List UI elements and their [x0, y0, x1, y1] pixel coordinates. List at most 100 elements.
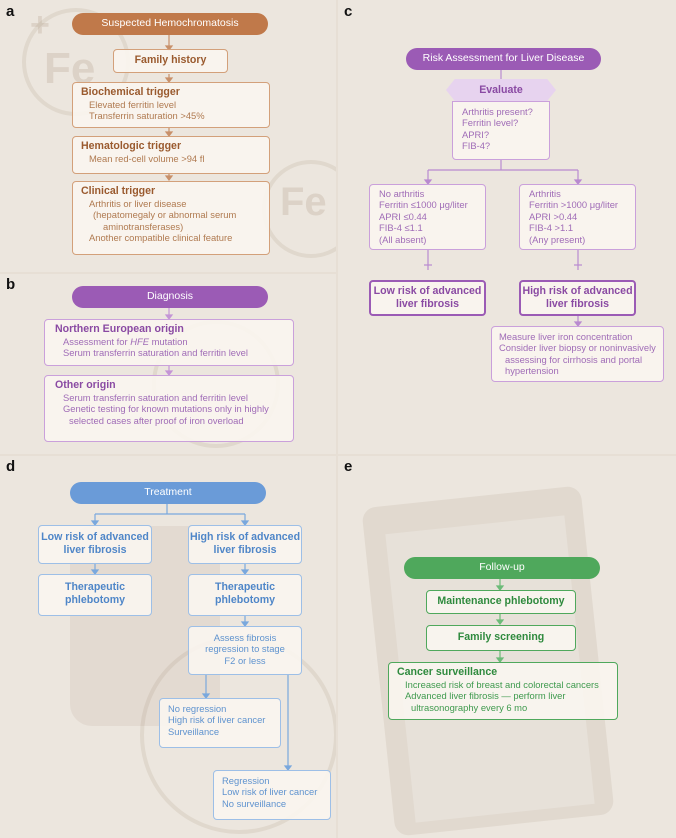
other-origin-line: Genetic testing for known mutations only…: [63, 403, 269, 415]
panel-a-connectors: [164, 35, 174, 181]
panel-e: Follow-up Maintenance phlebotomy Family …: [338, 456, 676, 838]
clinical-trigger-heading: Clinical trigger: [81, 185, 156, 197]
northern-european-line: Serum transferrin saturation and ferriti…: [63, 347, 248, 359]
panel-c-connectors: [423, 69, 583, 327]
no-regression-line: High risk of liver cancer: [168, 714, 266, 726]
evaluate-question: APRI?: [462, 128, 490, 140]
high-risk-criterion: APRI >0.44: [529, 210, 578, 222]
background-fe-symbol-2: Fe: [280, 180, 327, 224]
cancer-surveillance-line: Increased risk of breast and colorectal …: [405, 679, 599, 690]
regression-line: Low risk of liver cancer: [222, 786, 318, 798]
panel-e-label: e: [344, 458, 353, 475]
measure-line: hypertension: [505, 365, 559, 377]
panel-b-label: b: [6, 276, 16, 293]
low-risk-criterion: Ferritin ≤1000 μg/liter: [379, 199, 468, 211]
biochemical-trigger-line: Transferrin saturation >45%: [89, 110, 205, 122]
evaluate-question: Ferritin level?: [462, 117, 519, 129]
evaluate-hexagon: [446, 79, 556, 101]
measure-line: assessing for cirrhosis and portal: [505, 353, 643, 365]
assess-line: F2 or less: [224, 654, 266, 666]
panel-a: + Fe Fe Suspected Hemochromatosis Family…: [0, 0, 336, 272]
biochemical-trigger-box: Biochemical trigger Elevated ferritin le…: [72, 82, 270, 128]
suspected-hemochromatosis-header: Suspected Hemochromatosis: [72, 13, 268, 35]
northern-european-origin-box: Northern European origin Assessment for …: [44, 319, 294, 366]
cancer-surveillance-box: Cancer surveillance Increased risk of br…: [388, 662, 618, 720]
evaluate-questions-box: Arthritis present? Ferritin level? APRI?…: [452, 101, 550, 160]
family-history-box: Family history: [113, 49, 228, 73]
phlebotomy-line: phlebotomy: [214, 594, 276, 606]
phlebotomy-line: Therapeutic: [214, 581, 276, 593]
d-low-phlebotomy-box: Therapeutic phlebotomy: [38, 574, 152, 616]
clinical-trigger-line: Arthritis or liver disease: [89, 198, 187, 209]
panel-d-label: d: [6, 458, 16, 475]
hfe-gene-name: HFE: [130, 336, 149, 347]
diagnosis-header: Diagnosis: [72, 286, 268, 308]
high-risk-criterion: (Any present): [529, 233, 586, 245]
northern-european-line: Assessment for HFE mutation: [55, 336, 283, 347]
panel-b: Diagnosis Northern European origin Asses…: [0, 274, 336, 454]
maintenance-phlebotomy-box: Maintenance phlebotomy: [426, 590, 576, 614]
biochemical-trigger-heading: Biochemical trigger: [81, 86, 180, 98]
low-risk-criterion: No arthritis: [379, 188, 425, 199]
clinical-trigger-line: aminotransferases): [103, 220, 184, 232]
high-risk-criterion: FIB-4 >1.1: [529, 222, 574, 234]
high-risk-fibrosis-box: High risk of advanced liver fibrosis: [519, 280, 636, 316]
panel-b-connectors: [164, 307, 174, 376]
panel-c-label: c: [344, 3, 353, 20]
follow-up-header: Follow-up: [404, 557, 600, 579]
other-origin-line: selected cases after proof of iron overl…: [69, 414, 244, 426]
d-high-risk-box: High risk of advanced liver fibrosis: [188, 525, 302, 564]
assess-fibrosis-box: Assess fibrosis regression to stage F2 o…: [188, 626, 302, 675]
regression-line: No surveillance: [222, 797, 287, 809]
low-risk-criterion: FIB-4 ≤1.1: [379, 222, 423, 234]
no-regression-box: No regression High risk of liver cancer …: [159, 698, 281, 748]
no-regression-line: No regression: [168, 703, 227, 714]
panel-a-label: a: [6, 3, 15, 20]
d-low-risk-line: liver fibrosis: [63, 544, 127, 556]
family-screening-box: Family screening: [426, 625, 576, 651]
d-high-risk-line: High risk of advanced: [189, 531, 301, 543]
evaluate-label: Evaluate: [479, 84, 523, 96]
low-risk-criteria-box: No arthritis Ferritin ≤1000 μg/liter APR…: [369, 184, 486, 250]
high-risk-fibrosis-line: liver fibrosis: [546, 298, 609, 310]
text-run: mutation: [148, 336, 188, 347]
low-risk-fibrosis-line: liver fibrosis: [396, 298, 459, 310]
panel-d-connectors: [90, 503, 293, 771]
treatment-header: Treatment: [70, 482, 266, 504]
low-risk-criterion: APRI ≤0.44: [379, 210, 427, 222]
cancer-surveillance-line: ultrasonography every 6 mo: [411, 701, 528, 713]
d-low-risk-line: Low risk of advanced: [41, 531, 149, 543]
hematologic-trigger-heading: Hematologic trigger: [81, 140, 182, 152]
phlebotomy-line: Therapeutic: [64, 581, 126, 593]
clinical-trigger-line: (hepatomegaly or abnormal serum: [93, 209, 237, 221]
no-regression-line: Surveillance: [168, 725, 220, 737]
d-high-risk-line: liver fibrosis: [213, 544, 277, 556]
background-plus-symbol: +: [30, 6, 50, 44]
cancer-surveillance-heading: Cancer surveillance: [397, 666, 498, 678]
clinical-trigger-line: Another compatible clinical feature: [89, 232, 233, 244]
panel-d: Treatment Low risk of advanced liver fib…: [0, 456, 336, 838]
northern-european-heading: Northern European origin: [55, 323, 184, 335]
high-risk-criterion: Ferritin >1000 μg/liter: [529, 199, 619, 211]
measure-liver-iron-box: Measure liver iron concentration Conside…: [491, 326, 664, 382]
risk-assessment-header: Risk Assessment for Liver Disease: [406, 48, 601, 70]
assess-line: Assess fibrosis: [213, 632, 277, 643]
cancer-surveillance-line: Advanced liver fibrosis — perform liver: [405, 690, 566, 702]
evaluate-question: Arthritis present?: [462, 106, 533, 117]
other-origin-line: Serum transferrin saturation and ferriti…: [63, 392, 248, 403]
high-risk-criteria-box: Arthritis Ferritin >1000 μg/liter APRI >…: [519, 184, 636, 250]
measure-line: Consider liver biopsy or noninvasively: [499, 342, 656, 354]
other-origin-box: Other origin Serum transferrin saturatio…: [44, 375, 294, 442]
biochemical-trigger-line: Elevated ferritin level: [89, 99, 177, 110]
high-risk-criterion: Arthritis: [529, 188, 561, 199]
text-run: Assessment for: [63, 336, 131, 347]
phlebotomy-line: phlebotomy: [64, 594, 126, 606]
panel-e-connectors: [495, 579, 505, 663]
evaluate-question: FIB-4?: [462, 140, 491, 152]
low-risk-fibrosis-line: Low risk of advanced: [373, 285, 482, 297]
high-risk-fibrosis-line: High risk of advanced: [522, 285, 633, 297]
clinical-trigger-box: Clinical trigger Arthritis or liver dise…: [72, 181, 270, 255]
d-high-phlebotomy-box: Therapeutic phlebotomy: [188, 574, 302, 616]
assess-line: regression to stage: [205, 643, 285, 655]
